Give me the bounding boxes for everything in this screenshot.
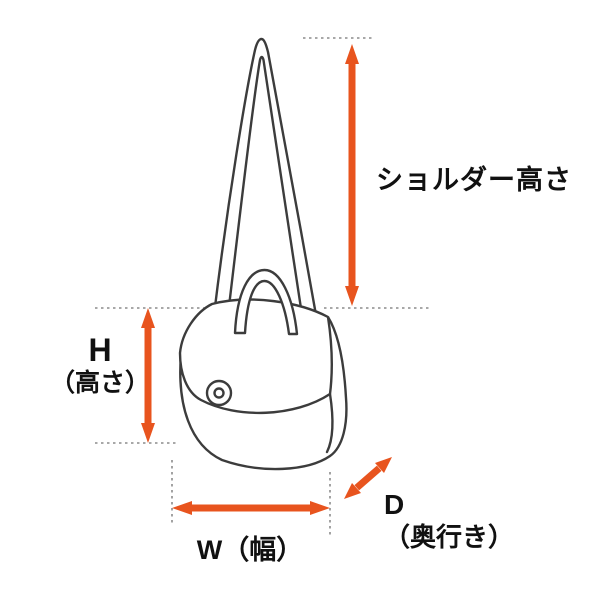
handle bbox=[233, 268, 299, 336]
measurement-guides bbox=[95, 37, 430, 538]
shoulder-strap bbox=[212, 37, 318, 317]
arrow-down-icon bbox=[141, 423, 155, 443]
arrow-up-icon bbox=[141, 308, 155, 328]
height-label: H （高さ） bbox=[36, 332, 164, 398]
depth-sub-label: （奥行き） bbox=[384, 521, 515, 552]
width-arrow bbox=[172, 501, 330, 515]
bag-flap bbox=[178, 298, 333, 415]
depth-arrow bbox=[344, 457, 392, 499]
height-letter: H bbox=[88, 332, 112, 368]
arrow-down-left-icon bbox=[344, 483, 361, 499]
depth-letter: D bbox=[384, 489, 405, 520]
arrow-down-icon bbox=[345, 286, 359, 306]
shoulder-height-arrow bbox=[345, 44, 359, 306]
shoulder-height-label: ショルダー高さ bbox=[376, 165, 572, 195]
arrow-up-icon bbox=[345, 44, 359, 64]
arrow-left-icon bbox=[172, 501, 192, 515]
height-sub-label: （高さ） bbox=[49, 368, 150, 397]
gusset-line bbox=[325, 392, 334, 454]
width-label: W（幅） bbox=[196, 535, 304, 565]
depth-label: D （奥行き） bbox=[384, 488, 514, 553]
height-arrow bbox=[141, 308, 155, 443]
arrow-up-right-icon bbox=[375, 457, 392, 473]
arrow-right-icon bbox=[310, 501, 330, 515]
bag-illustration bbox=[178, 37, 348, 471]
clasp bbox=[205, 379, 233, 407]
